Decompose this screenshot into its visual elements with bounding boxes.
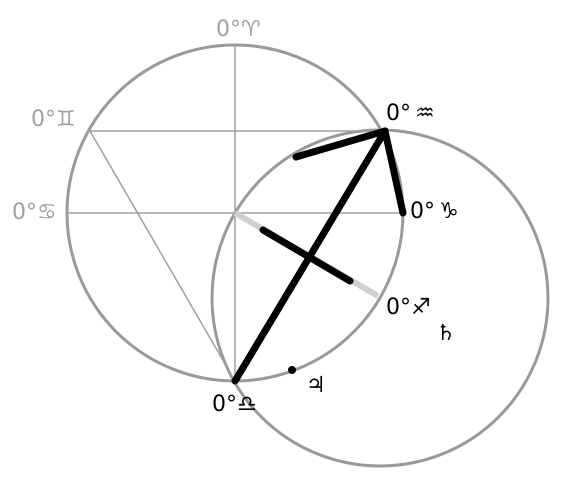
label-libra: 0°♎ bbox=[212, 392, 257, 417]
label-cancer: 0°♋ bbox=[12, 200, 57, 225]
label-aries: 0°♈ bbox=[216, 17, 261, 42]
label-gemini: 0°♊ bbox=[31, 107, 76, 132]
arrow-head-right bbox=[381, 127, 407, 217]
jupiter-icon: ♃ bbox=[306, 373, 326, 398]
label-aquarius: 0°♒ bbox=[386, 101, 435, 126]
libra-icon: ♎ bbox=[237, 392, 257, 417]
sagittarius-icon: ♐ bbox=[411, 295, 431, 320]
capricorn-icon: ♑ bbox=[439, 199, 459, 224]
saturn-icon: ♄ bbox=[436, 321, 456, 346]
aries-icon: ♈ bbox=[241, 17, 261, 42]
cross-bar bbox=[259, 226, 354, 285]
aquarius-icon: ♒ bbox=[415, 101, 435, 126]
label-sagittarius: 0°♐ bbox=[386, 295, 431, 320]
label-capricorn: 0°♑ bbox=[410, 199, 459, 224]
gemini-icon: ♊ bbox=[56, 107, 76, 132]
gemini-libra-line bbox=[89, 130, 236, 382]
jupiter-dot bbox=[288, 366, 296, 374]
arrow-head-left bbox=[292, 127, 389, 161]
cancer-icon: ♋ bbox=[37, 200, 57, 225]
